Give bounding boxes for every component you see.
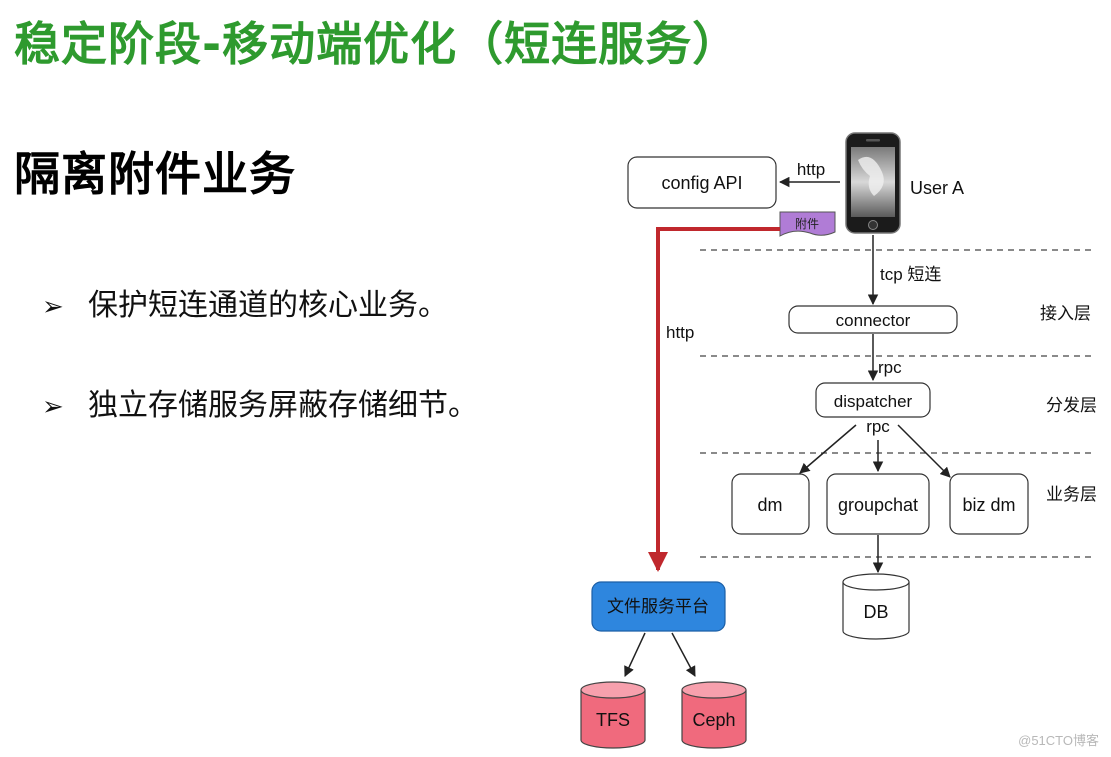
layer-label: 业务层 — [1046, 485, 1097, 504]
bullet-text: 独立存储服务屏蔽存储细节。 — [88, 388, 478, 423]
bullet-item: ➢ 保护短连通道的核心业务。 — [42, 280, 448, 324]
dispatcher-label: dispatcher — [834, 392, 913, 411]
config-api-box — [627, 156, 777, 209]
http-side-label: http — [666, 323, 694, 342]
rpc-label: rpc — [878, 358, 902, 377]
file-service-label: 文件服务平台 — [607, 597, 709, 616]
tcp-label: tcp 短连 — [880, 265, 941, 284]
arrow-bullet-icon: ➢ — [42, 392, 64, 422]
phone-icon — [845, 132, 901, 234]
tfs-cylinder-icon — [580, 681, 646, 749]
dm-box — [731, 473, 810, 535]
biz-dm-label: biz dm — [962, 495, 1015, 515]
dm-label: dm — [757, 495, 782, 515]
groupchat-label: groupchat — [838, 495, 918, 515]
rpc-label: rpc — [866, 417, 890, 436]
groupchat-box — [826, 473, 930, 535]
dispatcher-box — [815, 382, 931, 418]
attachment-label: 附件 — [795, 217, 819, 231]
storage-arrow — [671, 632, 696, 677]
storage-arrow — [624, 632, 646, 677]
layer-label: 分发层 — [1046, 396, 1097, 415]
http-red-path — [648, 227, 780, 572]
http-top-label: http — [797, 160, 825, 179]
watermark: @51CTO博客 — [1018, 733, 1099, 748]
rpc-arrow — [799, 424, 857, 474]
section-subtitle: 隔离附件业务 — [14, 147, 296, 201]
ceph-label: Ceph — [692, 710, 735, 730]
tfs-label: TFS — [596, 710, 630, 730]
rpc-arrow — [897, 424, 951, 478]
arrow-bullet-icon: ➢ — [42, 292, 64, 322]
file-service-box — [591, 581, 726, 632]
layer-label: 接入层 — [1040, 304, 1091, 323]
bullet-item: ➢ 独立存储服务屏蔽存储细节。 — [42, 380, 478, 424]
user-label: User A — [910, 178, 964, 198]
connector-box — [788, 305, 958, 334]
config-api-label: config API — [661, 173, 742, 193]
connector-label: connector — [836, 311, 911, 330]
attachment-tag — [779, 211, 836, 237]
db-cylinder-icon — [842, 573, 910, 640]
ceph-cylinder-icon — [681, 681, 747, 749]
biz-dm-box — [949, 473, 1029, 535]
bullet-text: 保护短连通道的核心业务。 — [88, 288, 448, 323]
page-title: 稳定阶段-移动端优化（短连服务） — [14, 17, 740, 71]
db-label: DB — [863, 602, 888, 622]
